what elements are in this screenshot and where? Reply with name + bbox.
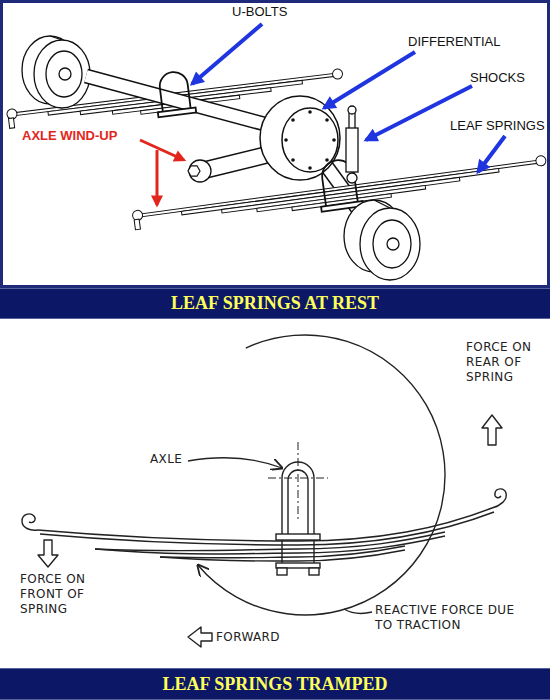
wind-up-arrow	[140, 140, 184, 205]
u-bolt	[277, 568, 287, 575]
force-arrow	[188, 627, 212, 647]
brake-drum	[373, 220, 411, 268]
part-label: U-BOLTS	[232, 4, 287, 19]
leaf-spring	[95, 536, 445, 554]
band-title: LEAF SPRINGS TRAMPED	[162, 674, 387, 695]
leaf-spring	[332, 68, 343, 79]
callout-arrow	[192, 24, 505, 172]
force-arrow	[482, 415, 502, 445]
brake-drum	[59, 68, 71, 80]
part-label: SHOCKS	[470, 70, 525, 85]
leaf-spring	[535, 155, 546, 166]
pointer-arrow	[188, 458, 282, 468]
differential-housing	[291, 118, 295, 122]
reaction-arc	[198, 335, 445, 615]
reaction-arc	[344, 609, 372, 613]
differential-housing	[260, 96, 340, 180]
u-bolt	[276, 534, 320, 540]
shock-absorber	[346, 106, 358, 183]
differential-housing	[284, 138, 288, 142]
callout-arrow	[478, 136, 505, 172]
u-bolt	[276, 563, 320, 568]
differential-housing	[260, 96, 340, 180]
band-title: LEAF SPRINGS AT REST	[171, 293, 379, 314]
callout-arrow	[324, 52, 415, 108]
leaf-spring	[22, 489, 506, 561]
part-label: DIFFERENTIAL	[408, 34, 500, 49]
brake-drum	[22, 36, 90, 108]
brake-drum	[50, 36, 62, 40]
differential-housing	[325, 158, 329, 162]
brake-drum	[344, 200, 420, 280]
force-note: FORCE ON FRONT OF SPRING	[20, 572, 105, 617]
center-line	[298, 442, 299, 522]
differential-housing	[308, 110, 312, 114]
u-bolt	[309, 568, 319, 575]
brake-drum	[387, 238, 399, 250]
wind-up-arrow	[140, 140, 184, 160]
u-bolt	[158, 108, 196, 118]
part-label: AXLE	[150, 452, 182, 467]
wind-up-arrow	[156, 150, 159, 205]
force-note: REACTIVE FORCE DUE TO TRACTION	[375, 603, 515, 633]
reaction-arc	[198, 335, 445, 615]
brake-drum	[360, 208, 420, 280]
brake-drum	[374, 200, 390, 208]
leaf-spring	[492, 489, 506, 508]
differential-housing	[284, 110, 336, 170]
force-arrow	[38, 540, 58, 567]
warning-label: AXLE WIND-UP	[22, 128, 117, 143]
leaf-spring	[132, 155, 548, 232]
leaf-spring	[8, 118, 14, 129]
pinion-yoke	[189, 160, 211, 182]
shock-absorber	[347, 173, 357, 183]
brake-drum	[34, 40, 90, 108]
differential-housing	[291, 158, 295, 162]
part-label: LEAF SPRINGS	[450, 118, 545, 133]
axle-housing	[86, 76, 272, 126]
center-line	[268, 442, 328, 522]
direction-label: FORWARD	[216, 630, 280, 645]
leaf-spring	[134, 219, 140, 230]
differential-housing	[332, 138, 336, 142]
pointer-arrow	[188, 458, 282, 468]
differential-housing	[325, 118, 329, 122]
axle-housing	[86, 76, 272, 126]
leaf-spring	[181, 169, 499, 215]
brake-drum	[46, 51, 82, 97]
leaf-spring	[22, 514, 38, 530]
leaf-spring	[222, 177, 460, 213]
differential-housing	[308, 166, 312, 170]
u-bolt	[153, 70, 196, 117]
caption-band: LEAF SPRINGS TRAMPED	[0, 668, 550, 700]
center-line	[268, 478, 328, 479]
shock-absorber	[349, 112, 355, 130]
callout-arrow	[192, 24, 262, 84]
leaf-spring	[257, 186, 426, 212]
caption-band: LEAF SPRINGS AT REST	[0, 288, 550, 319]
shock-absorber	[346, 128, 358, 172]
force-note: FORCE ON REAR OF SPRING	[466, 340, 546, 385]
pinion-yoke	[188, 166, 200, 176]
panel-frame	[2, 2, 549, 287]
shock-absorber	[348, 106, 356, 114]
